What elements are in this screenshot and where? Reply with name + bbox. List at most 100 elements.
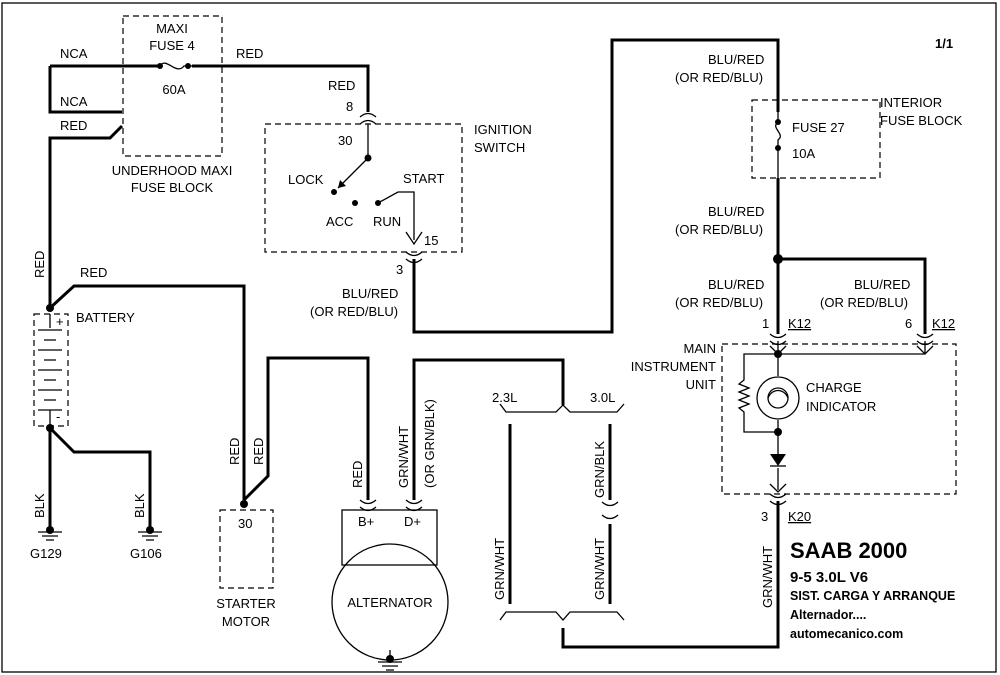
wire-label: RED [80,265,107,280]
instrument-label: INSTRUMENT [631,359,716,374]
wire-label: RED [32,251,47,278]
title-site: automecanico.com [790,627,903,641]
maxi-label: MAXI [156,21,188,36]
k20-label: K20 [788,509,811,524]
wire-label: BLU/RED [342,286,398,301]
wire-grn-wht-k20 [561,501,780,649]
pin-6: 6 [905,316,912,331]
title-variant: 9-5 3.0L V6 [790,569,868,586]
wire-label: GRN/BLK [592,441,607,498]
starter-pin-30: 30 [238,516,252,531]
connector-symbol [601,501,619,520]
wire-blu-red-k6 [778,257,927,334]
wire-label: BLK [32,493,47,518]
connector-symbol [359,112,377,125]
fuse-terminal [775,119,781,125]
lock-label: LOCK [288,172,324,187]
dplus-label: D+ [404,514,421,529]
wire-nca [48,66,122,114]
wire-blu-red-ign [412,38,780,334]
k12-label: K12 [932,316,955,331]
title-subject: Alternador.... [790,608,866,622]
acc-label: ACC [326,214,353,229]
ground-node [46,526,54,534]
pin-1: 1 [762,316,769,331]
fuse-block-label: FUSE BLOCK [131,180,214,195]
wire-label: BLK [132,493,147,518]
ignition-label: IGNITION [474,122,532,137]
acc-contact [352,200,358,206]
pin-3: 3 [761,509,768,524]
battery-plus: + [56,314,64,329]
connector-8: 8 [346,99,353,114]
title-system: SIST. CARGA Y ARRANQUE [790,589,955,603]
start-label: START [403,171,444,186]
wire-label: GRN/WHT [492,538,507,600]
start-wire [377,191,415,240]
wire-label: RED [227,438,242,465]
ground-icon [378,661,402,671]
fuse4-rating: 60A [162,82,185,97]
charge-indicator-lamp [756,376,800,420]
node [240,500,248,508]
wire-label: RED [350,461,365,488]
charge-label: CHARGE [806,380,862,395]
fuse-terminal [775,145,781,151]
engine-23-label: 2.3L [492,390,517,405]
filament [767,389,789,399]
switch-arrow [338,180,346,188]
wire-red-bat-starter [48,284,246,500]
wire-label: (OR RED/BLU) [820,295,908,310]
resistor [737,353,778,433]
connector-dplus [405,499,423,512]
battery-label: BATTERY [76,310,135,325]
wire-label: RED [236,46,263,61]
starter-label: MOTOR [222,614,270,629]
fuse27-label: FUSE 27 [792,120,845,135]
wire-red-fuse-out [50,64,370,112]
wire-label: GRN/WHT [760,546,775,608]
interior-label: FUSE BLOCK [880,113,963,128]
lock-contact [331,189,337,195]
arrow-15 [405,231,423,246]
pin-15: 15 [424,233,438,248]
bracket-top [499,403,625,413]
instrument-label: UNIT [686,377,716,392]
instrument-unit-box [721,343,957,495]
wire-label: (OR RED/BLU) [675,70,763,85]
wire-label: NCA [60,46,88,61]
connector-3: 3 [396,262,403,277]
wire-label: GRN/WHT [396,426,411,488]
wire-label: BLU/RED [708,52,764,67]
ground-node [386,655,394,663]
ground-g106-label: G106 [130,546,162,561]
starter-box [219,509,274,589]
wire-label: (OR RED/BLU) [675,222,763,237]
wire-red-alt [242,356,370,502]
fuse-block-label: UNDERHOOD MAXI [112,163,233,178]
battery-minus: - [56,409,60,424]
wire-label: GRN/WHT [592,538,607,600]
instrument-label: MAIN [684,341,717,356]
connector-bplus [359,499,377,512]
arrow [769,483,787,493]
diode-icon [770,454,786,466]
interior-fuse-block [751,99,881,179]
ground-icon [138,531,162,541]
alternator-terminals [341,509,438,566]
ignition-label: SWITCH [474,140,525,155]
wire-label: BLU/RED [708,277,764,292]
node [46,304,54,312]
bplus-label: B+ [358,514,374,529]
ground-icon [38,531,62,541]
battery-cells [38,329,62,411]
alternator-label: ALTERNATOR [347,595,432,610]
wire-grn-wht-alt [412,358,565,500]
wire-red-battery [48,124,124,308]
bracket-bottom [499,611,625,621]
fuse27-rating: 10A [792,146,815,161]
engine-30-label: 3.0L [590,390,615,405]
